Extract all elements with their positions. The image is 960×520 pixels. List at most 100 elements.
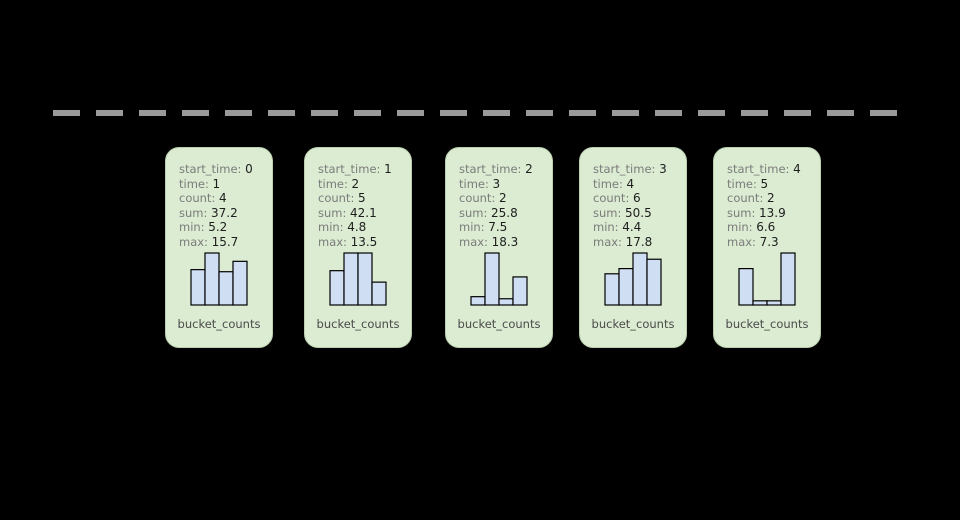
bucket-card[interactable]: start_time: 0 time: 1 count: 4 sum: 37.2… [165,147,273,348]
field-value-sum: 37.2 [211,205,238,220]
field-label-time: time: [593,176,623,191]
histogram-caption: bucket_counts [725,317,809,331]
field-max: max: 18.3 [459,235,552,250]
field-label-start-time: start_time: [179,162,242,176]
field-start-time: start_time: 3 [593,162,686,177]
field-value-time: 5 [760,176,769,191]
field-value-count: 5 [357,191,366,205]
field-label-time: time: [318,176,348,191]
field-label-min: min: [318,220,344,234]
histogram-caption: bucket_counts [177,317,261,331]
histogram-bar [738,268,754,306]
histogram-bar [646,258,662,306]
field-max: max: 15.7 [179,235,272,250]
field-value-min: 6.6 [756,220,776,234]
histogram-bar [232,260,248,306]
field-sum: sum: 13.9 [727,206,820,221]
histogram-bar [498,298,514,306]
bucket-card[interactable]: start_time: 1 time: 2 count: 5 sum: 42.1… [304,147,412,348]
field-label-start-time: start_time: [318,162,381,176]
histogram-caption: bucket_counts [457,317,541,331]
field-time: time: 4 [593,177,686,192]
field-value-min: 4.8 [347,220,367,234]
bucket-counts-histogram [580,252,686,308]
histogram-caption: bucket_counts [591,317,675,331]
field-start-time: start_time: 1 [318,162,411,177]
field-label-count: count: [727,191,764,205]
field-sum: sum: 37.2 [179,206,272,221]
card-fields: start_time: 1 time: 2 count: 5 sum: 42.1… [305,162,411,249]
bucket-card[interactable]: start_time: 3 time: 4 count: 6 sum: 50.5… [579,147,687,348]
field-value-start-time: 1 [384,162,392,176]
field-count: count: 2 [459,191,552,206]
field-value-count: 2 [766,191,775,205]
field-min: min: 6.6 [727,220,820,235]
histogram-caption: bucket_counts [316,317,400,331]
field-count: count: 6 [593,191,686,206]
field-sum: sum: 50.5 [593,206,686,221]
histogram-bar [190,269,206,306]
field-value-min: 5.2 [208,220,228,234]
histogram-bar [343,252,359,306]
field-label-sum: sum: [179,205,208,220]
field-value-count: 6 [632,191,641,205]
field-label-sum: sum: [459,205,488,220]
field-value-max: 17.8 [625,234,653,249]
histogram-bar [632,252,648,306]
bucket-counts-histogram [166,252,272,308]
field-label-start-time: start_time: [727,162,790,176]
histogram-bar [766,300,782,306]
field-label-min: min: [179,220,205,234]
histogram-bar [218,271,234,306]
field-label-start-time: start_time: [593,162,656,176]
field-value-time: 3 [492,176,501,191]
histogram-bar [470,296,486,306]
field-value-sum: 25.8 [491,205,518,220]
field-label-count: count: [593,191,630,205]
field-label-max: max: [727,234,756,249]
field-label-min: min: [593,220,619,234]
field-count: count: 5 [318,191,411,206]
field-start-time: start_time: 2 [459,162,552,177]
histogram-bar [357,252,373,306]
field-label-max: max: [318,234,347,249]
field-value-sum: 13.9 [759,205,786,220]
field-label-sum: sum: [318,205,347,220]
field-label-start-time: start_time: [459,162,522,176]
field-count: count: 2 [727,191,820,206]
field-value-max: 13.5 [350,234,378,249]
field-min: min: 5.2 [179,220,272,235]
field-time: time: 2 [318,177,411,192]
field-count: count: 4 [179,191,272,206]
field-time: time: 3 [459,177,552,192]
bucket-card-strip: start_time: 0 time: 1 count: 4 sum: 37.2… [165,147,825,352]
field-value-start-time: 0 [245,162,253,176]
bucket-card[interactable]: start_time: 2 time: 3 count: 2 sum: 25.8… [445,147,553,348]
card-fields: start_time: 0 time: 1 count: 4 sum: 37.2… [166,162,272,249]
field-value-time: 4 [626,176,635,191]
field-time: time: 1 [179,177,272,192]
histogram-bar [604,273,620,306]
field-value-min: 4.4 [622,220,642,234]
dashed-divider-line [53,110,912,116]
bucket-counts-histogram [446,252,552,308]
field-value-sum: 42.1 [350,205,377,220]
histogram-bar [512,276,528,306]
field-value-min: 7.5 [488,220,508,234]
field-label-count: count: [459,191,496,205]
bucket-card[interactable]: start_time: 4 time: 5 count: 2 sum: 13.9… [713,147,821,348]
bucket-counts-histogram [305,252,411,308]
field-value-time: 2 [351,176,360,191]
field-value-start-time: 2 [525,162,533,176]
field-min: min: 4.4 [593,220,686,235]
field-value-time: 1 [212,176,221,191]
field-value-max: 7.3 [759,234,779,249]
field-value-max: 18.3 [491,234,519,249]
field-label-min: min: [727,220,753,234]
field-min: min: 4.8 [318,220,411,235]
field-label-max: max: [179,234,208,249]
field-sum: sum: 42.1 [318,206,411,221]
field-max: max: 7.3 [727,235,820,250]
field-label-sum: sum: [593,205,622,220]
